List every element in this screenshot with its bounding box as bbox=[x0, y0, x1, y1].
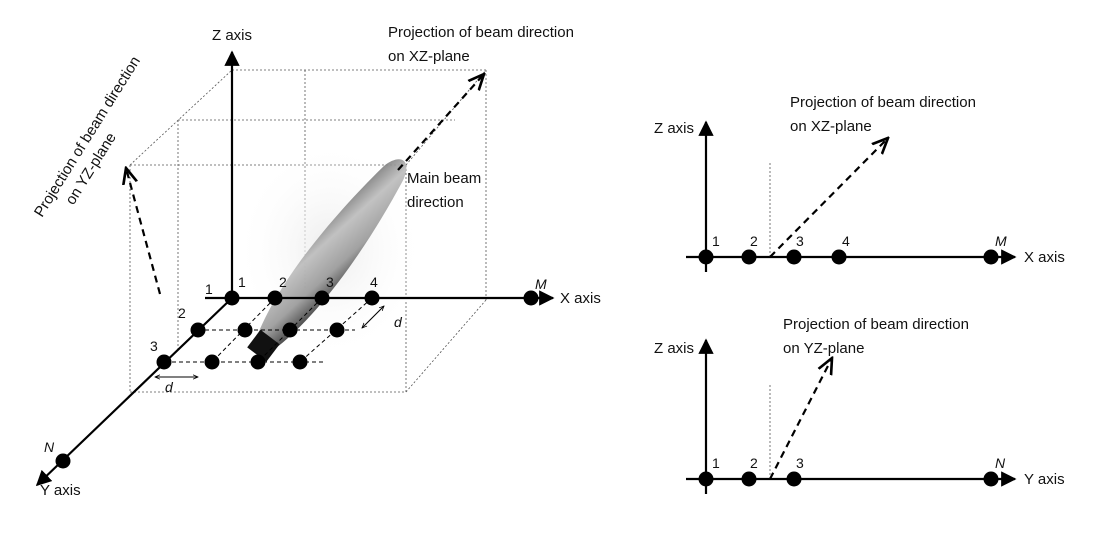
element-dot bbox=[282, 322, 298, 338]
element-dot bbox=[314, 290, 330, 306]
x-index-label: 2 bbox=[279, 274, 287, 290]
yz-projection-label-line1: Projection of beam direction bbox=[783, 316, 969, 333]
element-dot bbox=[267, 290, 283, 306]
x-axis-label: X axis bbox=[560, 290, 601, 307]
x-index-label: 1 bbox=[238, 274, 246, 290]
xz-plane-diagram: Z axis X axis 1 2 3 4 M Projection of be… bbox=[654, 94, 1065, 272]
yz-element-dot bbox=[983, 471, 999, 487]
yz-element-dot bbox=[786, 471, 802, 487]
xz-z-axis-label: Z axis bbox=[654, 120, 694, 137]
xz-projection-arrow-2d bbox=[769, 138, 888, 258]
yz-index-label: 1 bbox=[712, 455, 720, 471]
y-axis-label: Y axis bbox=[40, 482, 81, 499]
yz-projection-label-line2: on YZ-plane bbox=[783, 340, 864, 357]
yz-projection-label-line1: Projection of beam direction bbox=[31, 53, 144, 220]
x-index-label: 4 bbox=[370, 274, 378, 290]
spacing-label-y: d bbox=[165, 379, 174, 395]
xz-projection-label-line2: on XZ-plane bbox=[388, 48, 470, 65]
element-dot bbox=[364, 290, 380, 306]
xz-index-label: 4 bbox=[842, 233, 850, 249]
spacing-arrow-x bbox=[362, 306, 384, 328]
yz-projection-label: Projection of beam direction on YZ-plane bbox=[31, 53, 144, 220]
main-beam-label-line1: Main beam bbox=[407, 170, 481, 187]
yz-projection-arrow-2d bbox=[769, 358, 832, 480]
element-dot-m bbox=[523, 290, 539, 306]
yz-y-axis-label: Y axis bbox=[1024, 471, 1065, 488]
yz-element-dot bbox=[698, 471, 714, 487]
xz-projection-arrow bbox=[397, 74, 484, 171]
m-label: M bbox=[535, 276, 547, 292]
element-dot bbox=[250, 354, 266, 370]
yz-z-axis-label: Z axis bbox=[654, 340, 694, 357]
xz-index-label: 3 bbox=[796, 233, 804, 249]
main-beam-label-line2: direction bbox=[407, 194, 464, 211]
xz-element-dot bbox=[786, 249, 802, 265]
y-index-label: 2 bbox=[178, 305, 186, 321]
yz-index-label: 3 bbox=[796, 455, 804, 471]
y-index-label: 3 bbox=[150, 338, 158, 354]
xz-element-dot bbox=[983, 249, 999, 265]
left-3d-diagram: Z axis X axis Y axis M N d d 1 2 3 4 1 2… bbox=[31, 24, 601, 499]
element-dot bbox=[156, 354, 172, 370]
element-dot bbox=[204, 354, 220, 370]
xz-projection-label-line1: Projection of beam direction bbox=[388, 24, 574, 41]
spacing-label-x: d bbox=[394, 314, 403, 330]
yz-projection-arrow bbox=[126, 168, 162, 295]
element-dot bbox=[292, 354, 308, 370]
main-beam-lobe bbox=[247, 159, 407, 362]
xz-element-dot bbox=[741, 249, 757, 265]
element-dot bbox=[224, 290, 240, 306]
yz-index-label: 2 bbox=[750, 455, 758, 471]
xz-projection-label-line1: Projection of beam direction bbox=[790, 94, 976, 111]
element-dot bbox=[329, 322, 345, 338]
element-dot bbox=[190, 322, 206, 338]
xz-index-label: 2 bbox=[750, 233, 758, 249]
y-index-label: 1 bbox=[205, 281, 213, 297]
yz-n-label: N bbox=[995, 455, 1006, 471]
xz-projection-label-line2: on XZ-plane bbox=[790, 118, 872, 135]
x-index-label: 3 bbox=[326, 274, 334, 290]
yz-element-dot bbox=[741, 471, 757, 487]
yz-plane-diagram: Z axis Y axis 1 2 3 N Projection of beam… bbox=[654, 316, 1065, 494]
xz-index-label: 1 bbox=[712, 233, 720, 249]
xz-element-dot bbox=[831, 249, 847, 265]
n-label: N bbox=[44, 439, 55, 455]
array-elements bbox=[55, 290, 539, 469]
z-axis-label: Z axis bbox=[212, 27, 252, 44]
xz-x-axis-label: X axis bbox=[1024, 249, 1065, 266]
xz-m-label: M bbox=[995, 233, 1007, 249]
element-dot bbox=[237, 322, 253, 338]
element-dot-n bbox=[55, 453, 71, 469]
xz-element-dot bbox=[698, 249, 714, 265]
